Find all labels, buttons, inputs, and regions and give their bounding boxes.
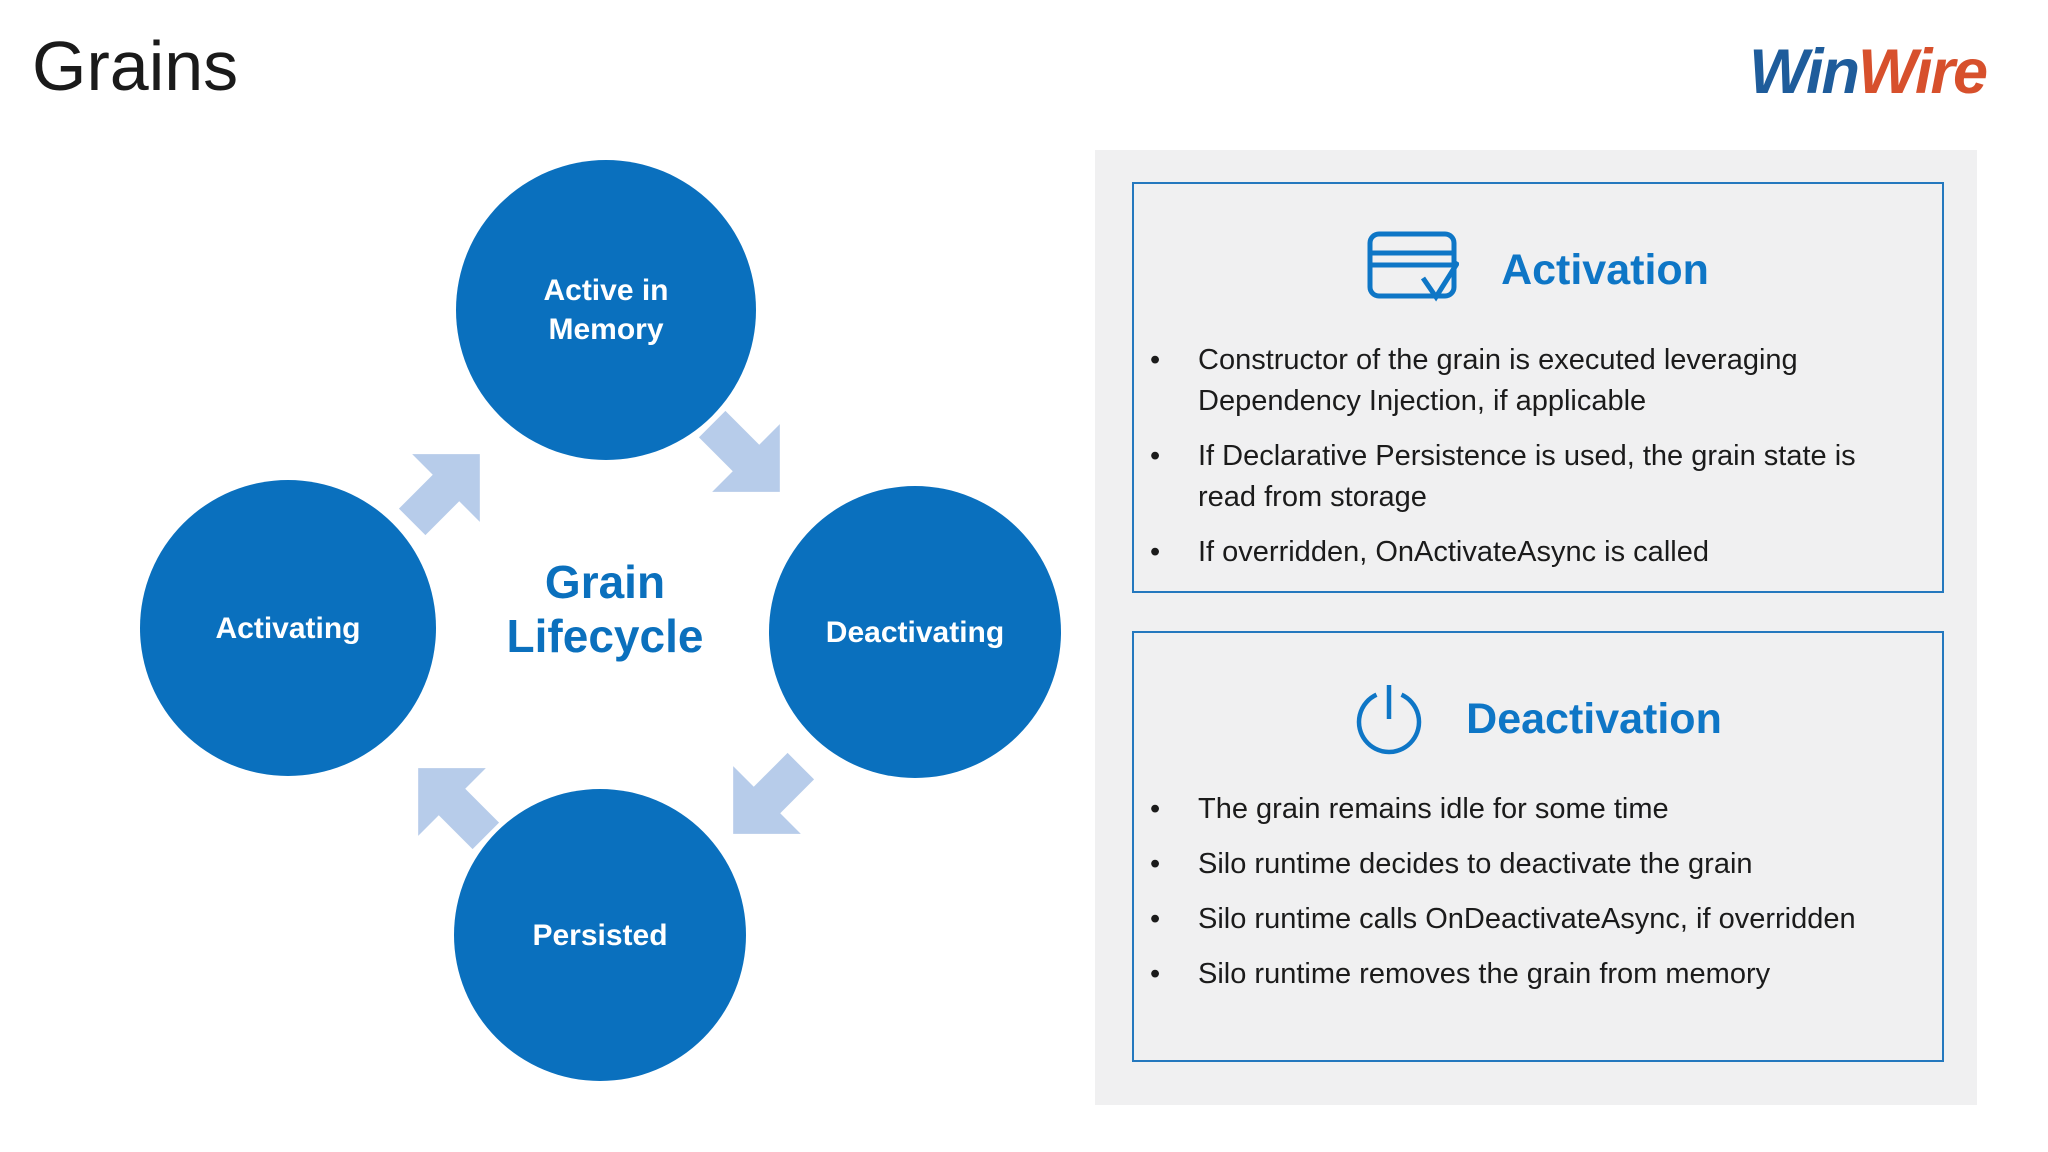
bullet-text: Silo runtime calls OnDeactivateAsync, if…: [1198, 903, 1856, 935]
info-panel: Activation • Constructor of the grain is…: [1095, 150, 1977, 1105]
bullet-dot: •: [1150, 536, 1161, 568]
lifecycle-circle-persisted: Persisted: [454, 789, 746, 1081]
bullet-dot: •: [1150, 344, 1161, 376]
bullet-dot: •: [1150, 958, 1161, 990]
logo-win-text: Win: [1749, 37, 1860, 107]
lifecycle-circle-active-in-memory: Active in Memory: [456, 160, 756, 460]
bullet-dot: •: [1150, 793, 1161, 825]
cycle-arrow-down-left-icon: [693, 726, 840, 873]
deactivation-card: Deactivation • The grain remains idle fo…: [1132, 631, 1944, 1062]
lifecycle-center-label: Grain Lifecycle: [506, 556, 704, 662]
bullet-item: • Silo runtime decides to deactivate the…: [1150, 844, 1904, 885]
deactivation-header: Deactivation: [1134, 679, 1942, 759]
logo-wire-text: Wire: [1858, 37, 1988, 107]
bullet-dot: •: [1150, 440, 1161, 472]
deactivation-title: Deactivation: [1466, 694, 1722, 743]
lifecycle-circle-activating: Activating: [140, 480, 436, 776]
activation-header: Activation: [1134, 230, 1942, 310]
bullet-text: Silo runtime removes the grain from memo…: [1198, 958, 1771, 990]
page-title: Grains: [32, 27, 239, 105]
bullet-text: If overridden, OnActivateAsync is called: [1198, 536, 1709, 568]
bullet-text: Constructor of the grain is executed lev…: [1198, 344, 1798, 417]
bullet-text: Silo runtime decides to deactivate the g…: [1198, 848, 1753, 880]
circle-label: Activating: [215, 611, 361, 645]
activation-card: Activation • Constructor of the grain is…: [1132, 182, 1944, 593]
bullet-text: If Declarative Persistence is used, the …: [1198, 440, 1856, 513]
winwire-logo: WinWire: [1749, 36, 1988, 108]
lifecycle-circle-deactivating: Deactivating: [769, 486, 1061, 778]
power-icon: [1354, 681, 1424, 757]
activation-title: Activation: [1501, 245, 1709, 294]
bullet-dot: •: [1150, 848, 1161, 880]
activation-bullets: • Constructor of the grain is executed l…: [1134, 340, 1942, 573]
deactivation-bullets: • The grain remains idle for some time •…: [1134, 789, 1942, 995]
circle-label: Active in Memory: [543, 274, 669, 346]
bullet-dot: •: [1150, 903, 1161, 935]
cycle-arrow-up-left-icon: [378, 728, 525, 875]
bullet-item: • Silo runtime removes the grain from me…: [1150, 954, 1904, 995]
circle-label: Deactivating: [825, 615, 1005, 649]
bullet-text: The grain remains idle for some time: [1198, 793, 1669, 825]
cycle-arrow-down-right-icon: [672, 384, 819, 531]
bullet-item: • If overridden, OnActivateAsync is call…: [1150, 532, 1904, 573]
bullet-item: • Silo runtime calls OnDeactivateAsync, …: [1150, 899, 1904, 940]
cycle-arrow-up-right-icon: [372, 414, 519, 561]
circle-label: Persisted: [532, 918, 668, 952]
card-check-icon: [1367, 231, 1460, 309]
bullet-item: • Constructor of the grain is executed l…: [1150, 340, 1904, 422]
bullet-item: • The grain remains idle for some time: [1150, 789, 1904, 830]
bullet-item: • If Declarative Persistence is used, th…: [1150, 436, 1904, 518]
